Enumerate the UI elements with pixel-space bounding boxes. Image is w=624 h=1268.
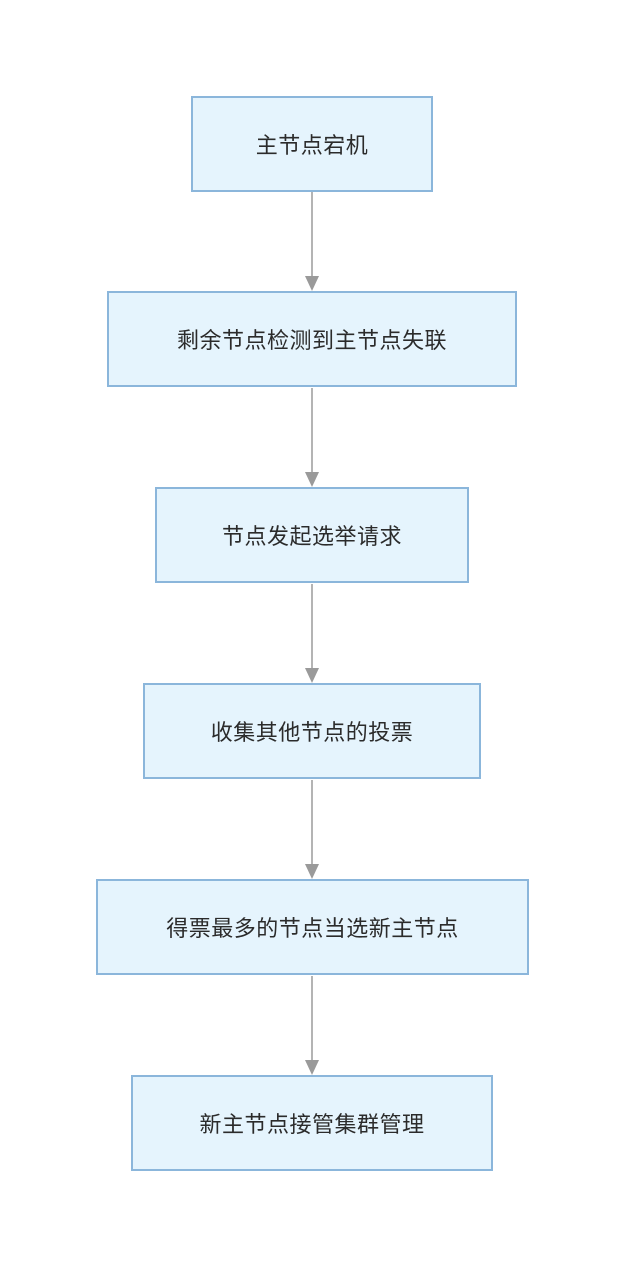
node-label: 收集其他节点的投票: [210, 721, 414, 746]
node-detect-lost: 剩余节点检测到主节点失联: [107, 291, 517, 387]
node-elected-master: 得票最多的节点当选新主节点: [96, 879, 529, 975]
node-master-down: 主节点宕机: [191, 96, 433, 192]
arrowhead-icon: [305, 668, 319, 683]
node-takeover: 新主节点接管集群管理: [131, 1075, 493, 1171]
node-start-election: 节点发起选举请求: [155, 487, 469, 583]
arrowhead-icon: [305, 276, 319, 291]
edge-2: [305, 388, 319, 487]
node-label: 节点发起选举请求: [221, 525, 402, 550]
edge-5: [305, 976, 319, 1075]
arrowhead-icon: [305, 864, 319, 879]
node-label: 得票最多的节点当选新主节点: [166, 917, 459, 942]
edge-3: [305, 584, 319, 683]
node-label: 剩余节点检测到主节点失联: [176, 329, 447, 354]
node-collect-votes: 收集其他节点的投票: [143, 683, 481, 779]
arrowhead-icon: [305, 1060, 319, 1075]
node-label: 新主节点接管集群管理: [199, 1113, 425, 1138]
edge-1: [305, 192, 319, 291]
node-label: 主节点宕机: [255, 134, 369, 159]
edge-4: [305, 780, 319, 879]
arrowhead-icon: [305, 472, 319, 487]
